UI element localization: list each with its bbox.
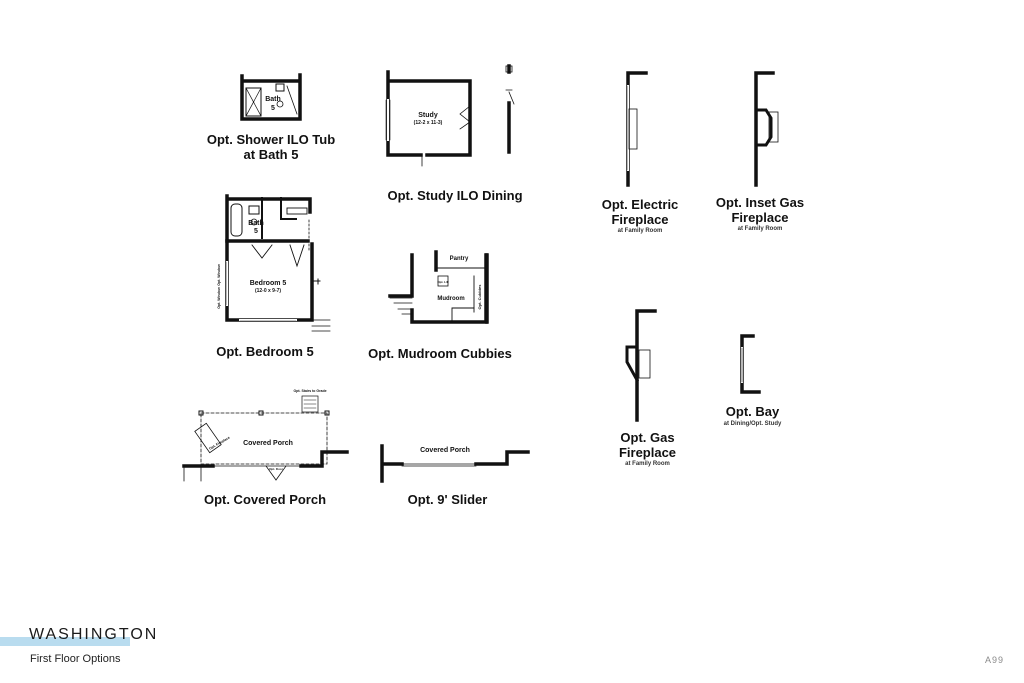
caption-electric-line2: Fireplace <box>611 212 669 227</box>
bedroom-room-label: Bedroom 5 <box>250 280 287 287</box>
sub-gas-fireplace: at Family Room <box>625 461 670 467</box>
bedroom-note-window-2: Opt. Window <box>217 287 221 309</box>
bedroom-bath-label: Bath <box>248 220 264 227</box>
caption-electric-line1: Opt. Electric <box>601 197 679 212</box>
mudroom-tag: Opt. L/F <box>437 280 448 284</box>
caption-shower: Opt. Shower ILO Tub at Bath 5 <box>201 132 341 162</box>
shower-room-number: 5 <box>271 105 275 112</box>
plan-inset-gas-fireplace <box>754 71 779 187</box>
mudroom-room-label: Mudroom <box>437 296 464 302</box>
caption-gas-line1: Opt. Gas <box>620 430 675 445</box>
porch-room-label: Covered Porch <box>243 440 293 447</box>
caption-bay: Opt. Bay <box>725 404 780 419</box>
plan-shower-bath5: Bath 5 <box>240 73 302 121</box>
plan-study: Study (12-2 x 11-3) <box>385 64 515 167</box>
caption-inset-gas-fireplace: Opt. Inset Gas Fireplace <box>705 195 815 225</box>
study-room-label: Study <box>418 112 438 119</box>
mudroom-pantry-label: Pantry <box>450 256 469 262</box>
caption-shower-line1: Opt. Shower ILO Tub <box>206 132 336 147</box>
plan-gas-fireplace <box>625 309 657 422</box>
slider-room-label: Covered Porch <box>420 447 470 454</box>
porch-note-door: Opt. Door <box>269 467 284 471</box>
plan-mudroom: Pantry Mudroom Opt. L/F Opt. Cubbies <box>388 250 489 324</box>
bedroom-note-window-1: Opt. Window <box>217 264 221 286</box>
plan-slider: Covered Porch <box>380 444 530 483</box>
study-room-dims: (12-2 x 11-3) <box>414 120 443 126</box>
caption-covered-porch: Opt. Covered Porch <box>203 492 327 507</box>
plan-covered-porch: Covered Porch Opt. Stairs to Grade Opt. … <box>182 389 349 482</box>
caption-shower-line2: at Bath 5 <box>243 147 299 162</box>
shower-room-label: Bath <box>265 96 281 103</box>
caption-inset-line1: Opt. Inset Gas <box>715 195 805 210</box>
caption-bedroom: Opt. Bedroom 5 <box>216 344 314 359</box>
plan-electric-fireplace <box>626 71 648 187</box>
caption-study: Opt. Study ILO Dining <box>387 188 523 203</box>
sub-bay: at Dining/Opt. Study <box>723 421 782 427</box>
plan-bedroom5: Bath 5 Bedroom 5 (12-0 x 9-7) Opt. Windo… <box>217 194 331 332</box>
plan-subtitle: First Floor Options <box>30 653 121 665</box>
porch-note-stairs: Opt. Stairs to Grade <box>293 389 326 393</box>
caption-electric-fireplace: Opt. Electric Fireplace <box>590 197 690 227</box>
page-code: A99 <box>984 655 1004 665</box>
bedroom-room-dims: (12-0 x 9-7) <box>255 288 281 294</box>
sub-inset-gas-fireplace: at Family Room <box>737 226 783 232</box>
plan-bay <box>740 334 761 394</box>
title-accent-bar <box>0 637 130 646</box>
caption-gas-line2: Fireplace <box>618 445 677 460</box>
caption-mudroom: Opt. Mudroom Cubbies <box>368 346 512 361</box>
caption-slider: Opt. 9' Slider <box>407 492 488 507</box>
caption-gas-fireplace: Opt. Gas Fireplace <box>600 430 695 460</box>
mudroom-cubbies-label: Opt. Cubbies <box>477 284 482 310</box>
caption-inset-line2: Fireplace <box>731 210 789 225</box>
porch-note-fireplace: Opt. Fireplace <box>208 436 230 451</box>
plan-name: WASHINGTON <box>29 626 159 643</box>
sub-electric-fireplace: at Family Room <box>617 228 663 234</box>
title-block: WASHINGTON First Floor Options <box>0 626 200 676</box>
bedroom-bath-number: 5 <box>254 228 258 235</box>
